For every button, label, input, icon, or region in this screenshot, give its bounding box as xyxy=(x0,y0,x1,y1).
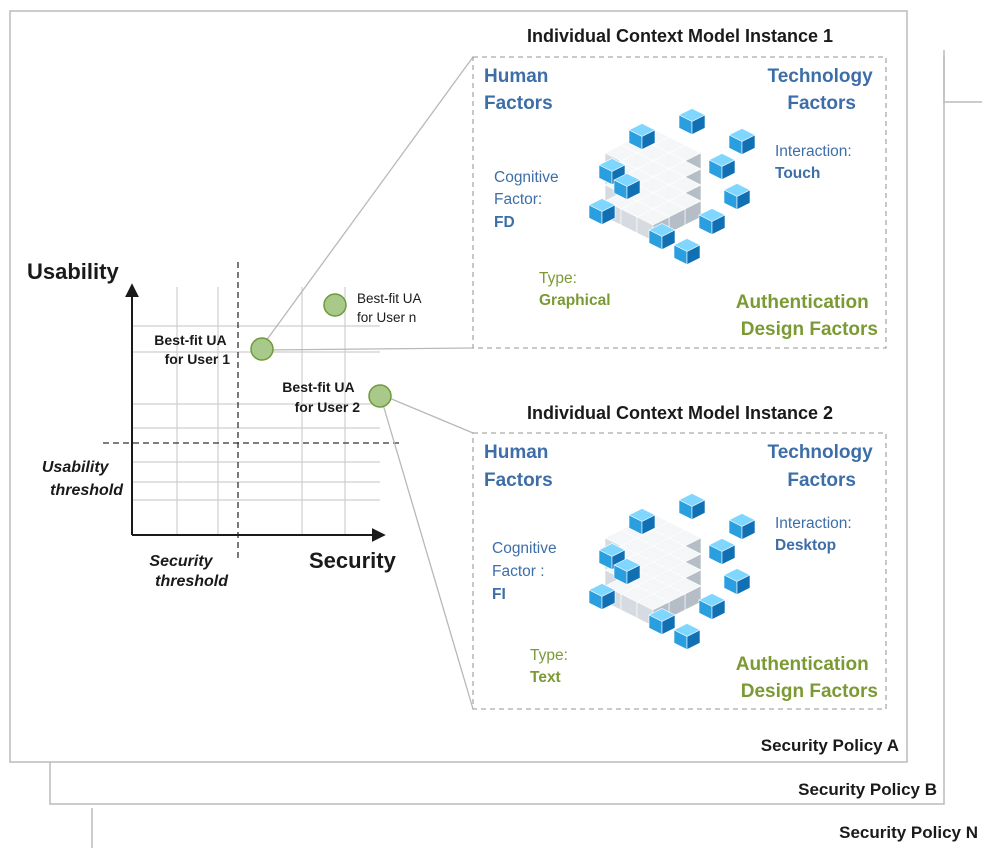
instance-1-box xyxy=(472,56,887,349)
instance-2-type-value: Text xyxy=(530,669,561,686)
instance-2-cognitive: Cognitive Factor : xyxy=(492,540,561,580)
policy-frame-b xyxy=(49,56,945,805)
policy-b-label: Security Policy B xyxy=(798,780,937,799)
best-fit-point-usern xyxy=(323,293,347,317)
security-threshold-label: Security threshold xyxy=(149,553,229,590)
instance-1-authentication-factors: Authentication Design Factors xyxy=(736,292,878,340)
usability-threshold-label: Usability threshold xyxy=(42,459,124,499)
x-axis-label: Security xyxy=(309,548,397,573)
instance-2-type: Type: xyxy=(530,647,568,664)
chart-grid xyxy=(132,287,380,535)
instance-1-type: Type: xyxy=(539,270,577,287)
instance-2-human-factors: Human Factors xyxy=(484,442,554,491)
point-label-usern: Best-fit UA for User n xyxy=(357,291,425,325)
usability-security-chart: Usability Security Usability threshold S… xyxy=(27,56,474,710)
point-label-user1: Best-fit UA for User 1 xyxy=(154,332,230,367)
point-label-user2: Best-fit UA for User 2 xyxy=(282,379,360,415)
instance-1-cognitive: Cognitive Factor: xyxy=(494,169,563,208)
instance-1-title: Individual Context Model Instance 1 xyxy=(527,26,833,46)
instance-2-interaction: Interaction: xyxy=(775,515,852,532)
instance-1-human-factors: Human Factors xyxy=(484,66,554,114)
instance-1-cognitive-value: FD xyxy=(494,214,515,231)
instance-2-box xyxy=(472,432,887,710)
best-fit-point-user1 xyxy=(250,337,274,361)
instance-2-cube-illustration xyxy=(588,493,756,650)
policy-n-label: Security Policy N xyxy=(839,823,978,842)
instance-1-technology-factors: Technology Factors xyxy=(768,66,879,114)
instance-2-authentication-factors: Authentication Design Factors xyxy=(736,654,878,702)
instance-2-interaction-value: Desktop xyxy=(775,537,836,554)
instance-2-cognitive-value: FI xyxy=(492,586,506,603)
policy-frame-a xyxy=(9,10,908,763)
instance-2-technology-factors: Technology Factors xyxy=(768,442,879,491)
y-axis-label: Usability xyxy=(27,259,119,284)
instance-1-interaction-value: Touch xyxy=(775,165,820,182)
instance-1-cube-illustration xyxy=(588,108,756,265)
context-instance-1: Individual Context Model Instance 1 Huma… xyxy=(472,26,887,349)
context-instance-2: Individual Context Model Instance 2 Huma… xyxy=(472,403,887,710)
instance-1-type-value: Graphical xyxy=(539,292,611,309)
policy-a-label: Security Policy A xyxy=(761,736,899,755)
instance-2-title: Individual Context Model Instance 2 xyxy=(527,403,833,423)
connector-lines xyxy=(262,56,474,710)
best-fit-point-user2 xyxy=(368,384,392,408)
instance-1-interaction: Interaction: xyxy=(775,143,852,160)
